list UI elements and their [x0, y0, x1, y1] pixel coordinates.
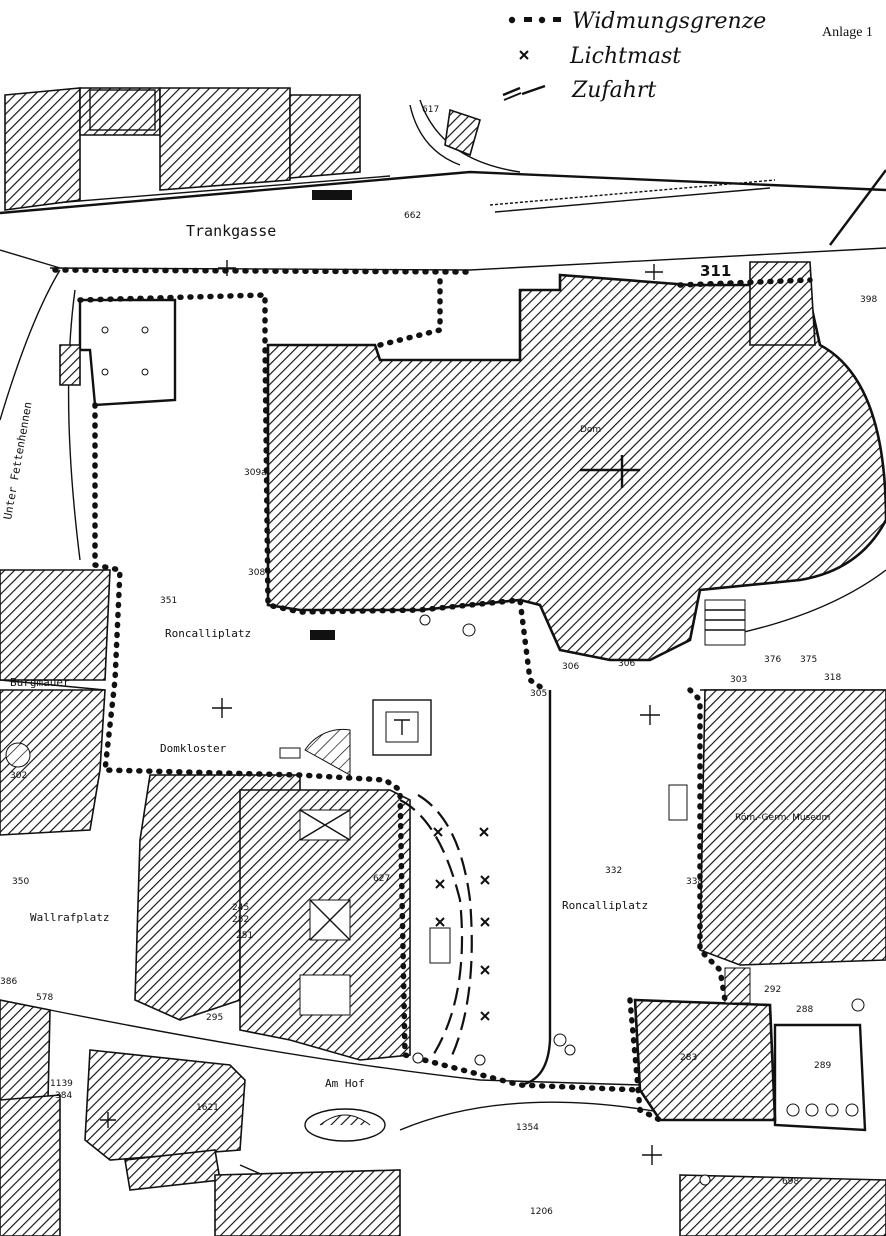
street-label-am-hof: Am Hof	[325, 1077, 365, 1090]
parcel-number: 288	[796, 1005, 813, 1015]
parcel-number: 251	[236, 931, 253, 941]
building-block	[84, 1049, 246, 1161]
trees	[412, 614, 865, 1186]
building-block	[679, 1174, 886, 1236]
street-label-burgmauer: Burgmauer	[10, 676, 70, 689]
legend-boundary-label: Widmungsgrenze	[572, 9, 766, 34]
light-mast-icon	[479, 827, 489, 837]
parcel-number: 375	[800, 655, 817, 665]
parcel-number: 578	[36, 993, 53, 1003]
parcel-number: 1139	[50, 1079, 73, 1089]
parcel-number: 386	[0, 977, 17, 987]
street-label-roncalliplatz-west: Roncalliplatz	[165, 627, 251, 640]
building-block	[289, 94, 361, 179]
light-mast-icon	[480, 875, 490, 885]
survey-marks	[100, 260, 663, 1165]
light-mast-icon	[480, 1011, 490, 1021]
parcel-number: 302	[10, 771, 27, 781]
parcel-number: 1354	[516, 1123, 539, 1133]
building-block	[4, 87, 81, 211]
parcel-number: 289	[814, 1061, 831, 1071]
parcel-number: 318	[824, 673, 841, 683]
parcel-number: 309a	[244, 468, 267, 478]
parcel-number: 311	[700, 262, 731, 280]
legend-access-label: Zufahrt	[571, 78, 656, 103]
building-block	[0, 569, 111, 681]
building-block	[444, 108, 481, 157]
parcel-number: 295	[206, 1013, 223, 1023]
legend-access-symbol	[502, 84, 546, 101]
street-network	[0, 99, 886, 1231]
building-block	[633, 998, 777, 1122]
parcel-number: 308	[248, 568, 265, 578]
legend-light-mast-label: Lichtmast	[569, 44, 681, 69]
building-block	[79, 87, 161, 136]
parcel-number: 303	[730, 675, 747, 685]
dedication-boundary	[52, 267, 813, 1123]
parcel-number: 698	[782, 1177, 799, 1187]
dom-label: Dom	[580, 425, 601, 435]
parcel-number: 252	[232, 915, 249, 925]
building-block	[214, 1169, 401, 1236]
parcel-number: 292	[764, 985, 781, 995]
light-masts	[433, 827, 490, 1021]
light-mast-icon	[480, 965, 490, 975]
street-label-roncalliplatz-east: Roncalliplatz	[562, 899, 648, 912]
museum-label: Röm.-Germ. Museum	[735, 813, 830, 823]
street-label-trankgasse: Trankgasse	[186, 222, 276, 240]
parcel-number: 376	[764, 655, 781, 665]
legend-light-mast-symbol	[519, 50, 529, 60]
street-label-unter-fettenhennen: Unter Fettenhennen	[1, 401, 35, 521]
street-label-domkloster: Domkloster	[160, 742, 227, 755]
parcel-number: 662	[404, 211, 421, 221]
parcel-number: 617	[422, 105, 439, 115]
light-mast-icon	[435, 879, 445, 889]
parcel-number: 338	[686, 877, 703, 887]
museum-building	[699, 689, 886, 966]
buildings: Dom Röm.-Germ. Museum	[0, 87, 886, 1236]
parcel-number: 1206	[530, 1207, 553, 1217]
access-route	[399, 794, 473, 1061]
annex-label: Anlage 1	[822, 25, 873, 40]
parcel-number: 332	[605, 866, 622, 876]
light-mast-icon	[433, 827, 443, 837]
parcel-number: 1621	[196, 1103, 219, 1113]
parcel-number: 306	[562, 662, 579, 672]
building-block	[0, 689, 106, 836]
light-mast-icon	[480, 917, 490, 927]
legend-boundary-symbol	[508, 16, 561, 24]
legend: Widmungsgrenze Lichtmast Zufahrt	[502, 9, 766, 103]
parcel-number: 351	[160, 596, 177, 606]
parcel-number: 283	[680, 1053, 697, 1063]
parcel-number: 350	[12, 877, 29, 887]
building-block	[159, 87, 291, 191]
parcel-number: 245	[232, 903, 249, 913]
parcel-number: 627	[373, 874, 390, 884]
light-mast-icon	[435, 917, 445, 927]
parcel-number: 384	[55, 1091, 72, 1101]
parcel-number: 306	[618, 659, 635, 669]
parcel-number: 305	[530, 689, 547, 699]
parcel-number: 398	[860, 295, 877, 305]
building-block	[749, 261, 816, 346]
street-label-wallrafplatz: Wallrafplatz	[30, 911, 109, 924]
